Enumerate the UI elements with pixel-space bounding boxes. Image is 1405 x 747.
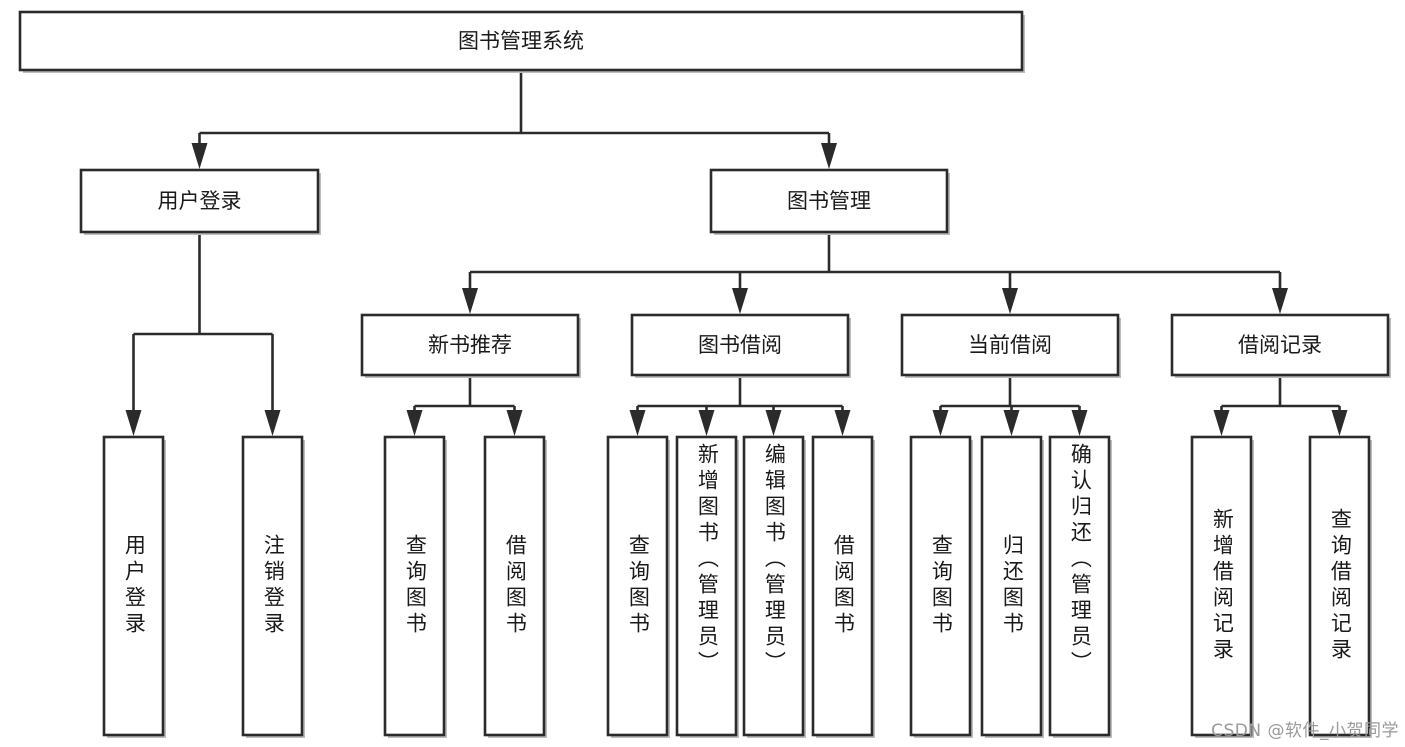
- arrow-head-icon: [932, 410, 949, 436]
- arrow-head-icon: [191, 143, 208, 169]
- node-label-new-book-rec: 新书推荐: [428, 333, 512, 357]
- node-box-leaf-confirm-return-admin[interactable]: [1048, 435, 1111, 737]
- node-label-root: 图书管理系统: [458, 29, 584, 53]
- arrow-head-icon: [506, 410, 523, 436]
- node-label-book-borrow: 图书借阅: [698, 333, 782, 357]
- arrow-head-icon: [1331, 410, 1348, 436]
- arrow-head-icon: [1003, 410, 1020, 436]
- watermark-text: CSDN @软件_小贺同学: [1211, 721, 1399, 741]
- arrow-head-icon: [1272, 288, 1288, 314]
- arrow-head-icon: [1002, 288, 1018, 314]
- node-box-leaf-edit-book-admin[interactable]: [742, 435, 805, 737]
- node-box-borrow-record[interactable]: [1170, 313, 1390, 377]
- node-box-leaf-return-book[interactable]: [980, 435, 1043, 737]
- node-box-leaf-borrow-book[interactable]: [811, 435, 874, 737]
- node-label-current-borrow: 当前借阅: [968, 333, 1052, 357]
- node-box-leaf-borrow-query-book[interactable]: [606, 435, 669, 737]
- node-box-new-book-rec[interactable]: [360, 313, 580, 377]
- node-box-leaf-user-login[interactable]: [102, 435, 165, 737]
- node-box-book-borrow[interactable]: [630, 313, 850, 377]
- arrow-head-icon: [629, 410, 646, 436]
- node-box-user-login[interactable]: [79, 168, 320, 234]
- arrow-head-icon: [1071, 410, 1088, 436]
- arrow-head-icon: [765, 410, 782, 436]
- arrow-head-icon: [406, 410, 423, 436]
- arrow-head-icon: [698, 410, 715, 436]
- arrow-head-icon: [821, 143, 837, 169]
- node-label-user-login: 用户登录: [158, 189, 242, 213]
- node-box-leaf-add-borrow-record[interactable]: [1190, 435, 1253, 737]
- arrow-head-icon: [834, 410, 851, 436]
- arrow-head-icon: [125, 410, 142, 436]
- node-box-book-manage[interactable]: [709, 168, 949, 234]
- node-box-leaf-rec-query-book[interactable]: [383, 435, 446, 737]
- node-box-leaf-query-borrow-record[interactable]: [1308, 435, 1371, 737]
- node-box-current-borrow[interactable]: [900, 313, 1120, 377]
- node-label-borrow-record: 借阅记录: [1238, 333, 1322, 357]
- arrow-head-icon: [1213, 410, 1230, 436]
- node-box-leaf-cur-query-book[interactable]: [909, 435, 972, 737]
- arrow-head-icon: [462, 288, 478, 314]
- node-box-leaf-rec-borrow-book[interactable]: [483, 435, 546, 737]
- arrow-head-icon: [732, 288, 748, 314]
- node-box-root[interactable]: [18, 10, 1024, 72]
- node-box-leaf-add-book-admin[interactable]: [675, 435, 738, 737]
- nodes-layer: [18, 10, 1391, 738]
- arrow-head-icon: [264, 410, 281, 436]
- node-box-leaf-logout[interactable]: [241, 435, 304, 737]
- node-label-book-manage: 图书管理: [787, 189, 871, 213]
- connectors-layer: [125, 70, 1348, 436]
